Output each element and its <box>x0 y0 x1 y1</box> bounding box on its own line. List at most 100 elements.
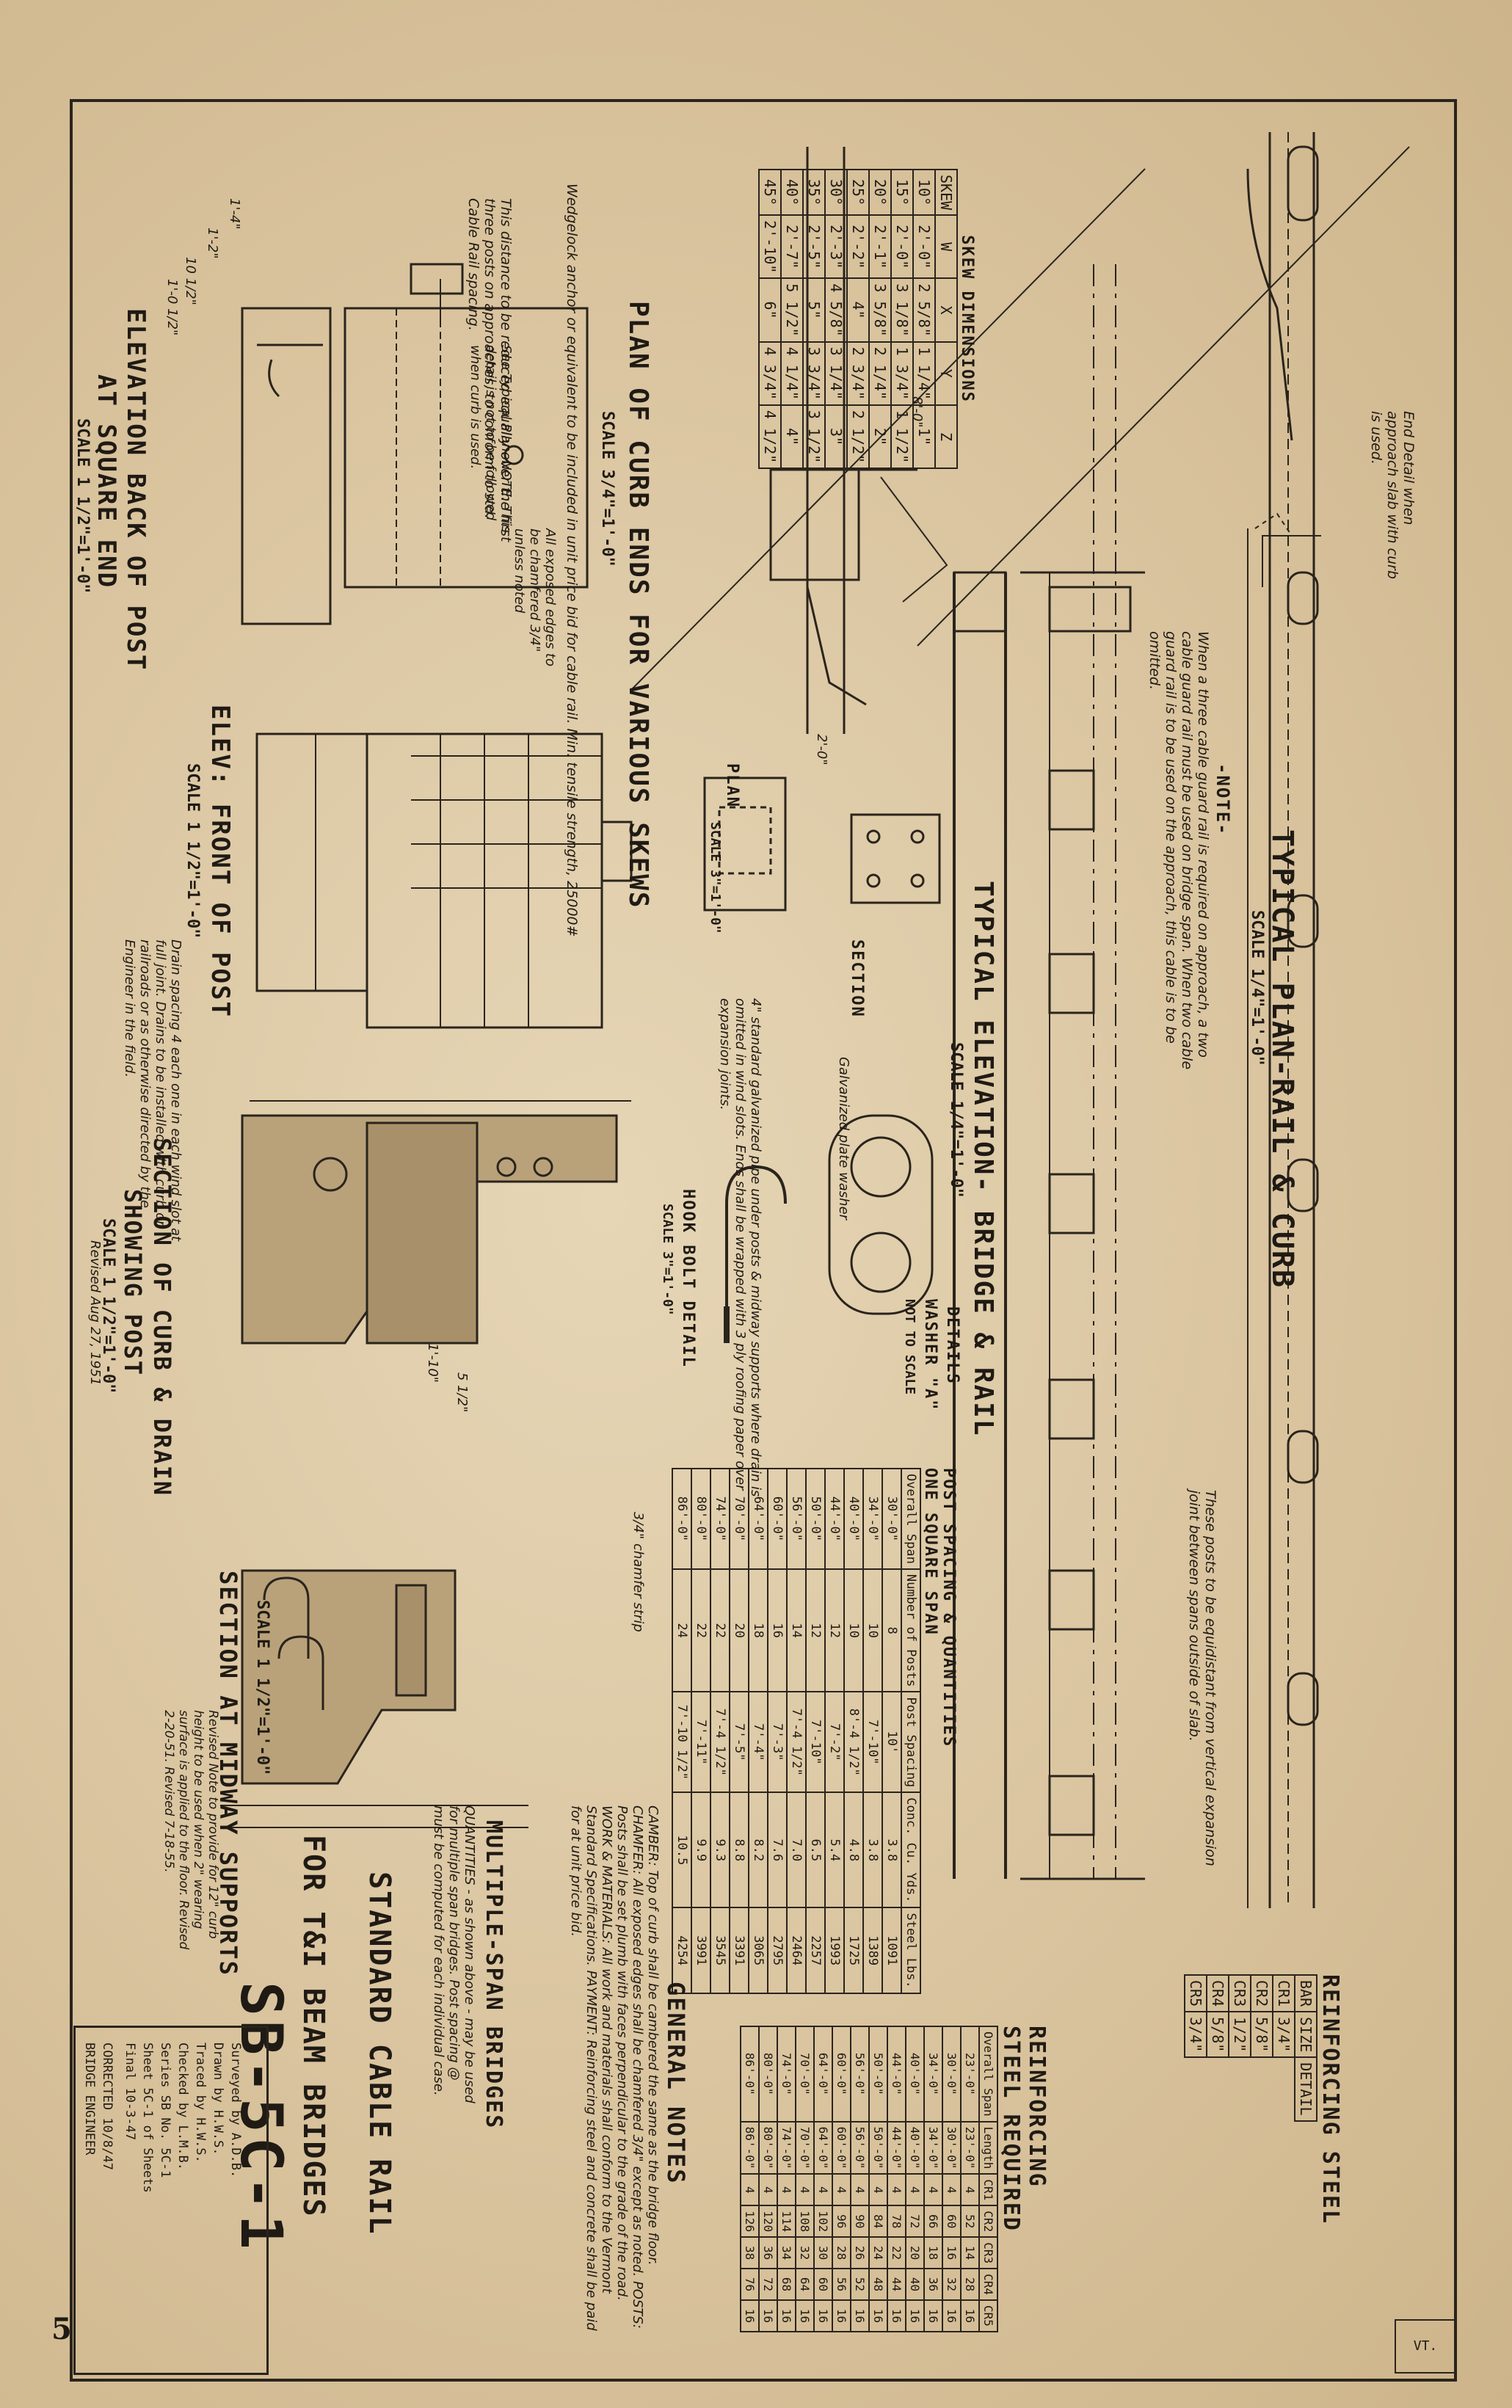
post-cell: 3545 <box>710 1907 730 1993</box>
post-header-row: Overall Span Number of Posts Post Spacin… <box>901 1469 920 1993</box>
elev-back-post-title: ELEVATION BACK OF POST <box>121 308 150 672</box>
tb-label: No. <box>158 2117 172 2141</box>
post-cell: 7'-4" <box>749 1692 768 1793</box>
skew-cell: 15° <box>891 170 913 216</box>
rebar-req-cell: 34'-0" <box>924 2026 942 2122</box>
rebar-req-cell: 26 <box>851 2237 869 2269</box>
skew-cell: 2 1/2" <box>847 404 869 469</box>
rebar-req-cell: 16 <box>832 2300 851 2332</box>
rebar-req-cell: 40'-0" <box>906 2026 924 2122</box>
plan-small-scale: SCALE 3"=1'-0" <box>708 822 723 934</box>
skew-header: Z <box>935 404 957 469</box>
rebar-req-cell: 52 <box>961 2205 979 2238</box>
dim-4: 1'-0 1/2" <box>164 279 180 336</box>
rebar-req-cell: 30'-0" <box>942 2026 961 2122</box>
post-cell: 4.8 <box>844 1792 863 1908</box>
rebar-req-cell: 36 <box>924 2269 942 2301</box>
rebar-req-cell: 23'-0" <box>961 2026 979 2122</box>
elev-back-post-title-2: AT SQUARE END <box>92 374 121 589</box>
tb-value: SB <box>158 2095 172 2111</box>
rebar-req-cell: 4 <box>887 2174 906 2206</box>
rebar-req-cell: 4 <box>906 2174 924 2206</box>
post-cell: 7'-11" <box>691 1692 710 1793</box>
skew-cell: 40° <box>781 170 803 216</box>
rebar-req-cell: 80'-0" <box>759 2121 777 2175</box>
rebar-cell: 5/8" <box>1207 2012 1229 2058</box>
skew-row: 15°2'-0"3 1/8"1 3/4"1 1/2" <box>891 170 913 469</box>
post-cell: 22 <box>710 1568 730 1692</box>
revised-note: Revised Aug 27, 1951 <box>87 1240 103 1386</box>
skew-row: 10°2'-0"2 5/8"1 1/4"1" <box>913 170 935 469</box>
rebar-req-cell: 40'-0" <box>906 2121 924 2175</box>
rebar-req-cell: 4 <box>814 2174 832 2206</box>
rebar-req-cell: 44'-0" <box>887 2121 906 2175</box>
tb-engineer: BRIDGE ENGINEER <box>82 2043 97 2156</box>
rebar-req-cell: 16 <box>796 2300 814 2332</box>
post-header: Overall Span <box>901 1469 920 1569</box>
skew-table-container: SKEW DIMENSIONS SKEW W X Y Z 10°2'-0"2 5… <box>758 169 976 469</box>
skew-cell: 35° <box>803 170 825 216</box>
skew-cell: 4 1/4" <box>781 341 803 405</box>
rebar-req-header: CR3 <box>979 2237 997 2269</box>
edges-note: All exposed edges to be chamfered 3/4" u… <box>512 528 558 666</box>
rebar-req-cell: 28 <box>961 2269 979 2301</box>
rebar-req-cell: 70'-0" <box>796 2026 814 2122</box>
rebar-req-cell: 4 <box>777 2174 796 2206</box>
rebar-req-cell: 60 <box>814 2269 832 2301</box>
tb-value: 5C-1 <box>140 2087 155 2118</box>
rebar-req-cell: 76 <box>741 2269 759 2301</box>
rebar-req-cell: 114 <box>777 2205 796 2238</box>
rebar-req-cell: 80'-0" <box>759 2026 777 2122</box>
post-cell: 12 <box>806 1568 825 1692</box>
end-detail-note: End Detail when approach slab with curb … <box>1368 411 1417 580</box>
section-small-title: SECTION <box>848 939 866 1018</box>
rebar-req-cell: 86'-0" <box>741 2026 759 2122</box>
post-cell: 7'-5" <box>730 1692 749 1793</box>
dim-5: 1'-10" <box>425 1343 440 1383</box>
rebar-req-cell: 16 <box>942 2237 961 2269</box>
tb-value: A.D.B. <box>228 2132 243 2178</box>
rebar-req-cell: 74'-0" <box>777 2026 796 2122</box>
tb-label: Sheet <box>140 2043 155 2081</box>
rebar-cell: 3/4" <box>1185 2012 1207 2058</box>
post-cell: 1389 <box>863 1907 882 1993</box>
post-cell: 10.5 <box>672 1792 691 1908</box>
typical-plan-scale: SCALE 1/4"=1'-0" <box>1248 910 1266 1066</box>
post-cell: 50'-0" <box>806 1469 825 1569</box>
dim-7: 2'-0" <box>814 734 829 765</box>
post-cell: 14 <box>787 1568 806 1692</box>
post-cell: 10' <box>882 1692 901 1793</box>
post-cell: 3.8 <box>863 1792 882 1908</box>
post-cell: 22 <box>691 1568 710 1692</box>
post-header: Number of Posts <box>901 1568 920 1692</box>
rebar-req-cell: 36 <box>759 2237 777 2269</box>
rebar-req-cell: 16 <box>777 2300 796 2332</box>
post-cell: 3065 <box>749 1907 768 1993</box>
rebar-header: BAR <box>1295 1975 1317 2012</box>
skew-cell: 2'-2" <box>847 215 869 279</box>
tb-value: H.W.S. <box>211 2110 225 2156</box>
details-washer-title: DETAILS <box>943 1306 962 1385</box>
rebar-req-cell: 24 <box>869 2237 887 2269</box>
tb-value: 10-3-47 <box>123 2087 137 2141</box>
post-cell: 80'-0" <box>691 1469 710 1569</box>
drain-note: 4" standard galvanized pipe under posts … <box>717 998 763 1497</box>
hook-bolt-title: HOOK BOLT DETAIL <box>679 1189 697 1368</box>
post-cell: 9.3 <box>710 1792 730 1908</box>
rebar-cell: CR5 <box>1185 1975 1207 2012</box>
rebar-req-header: Overall Span <box>979 2026 997 2122</box>
details-washer-title-2: WASHER "A" <box>921 1299 939 1411</box>
rebar-req-cell: 16 <box>906 2300 924 2332</box>
section-midway-scale: SCALE 1 1/2"=1'-0" <box>253 1600 272 1775</box>
post-cell: 70'-0" <box>730 1469 749 1569</box>
rebar-req-cell: 52 <box>851 2269 869 2301</box>
post-table-subtitle: ONE SQUARE SPAN <box>921 1468 939 1636</box>
wedgelock-note: Wedgelock anchor or equivalent to be inc… <box>564 183 580 937</box>
